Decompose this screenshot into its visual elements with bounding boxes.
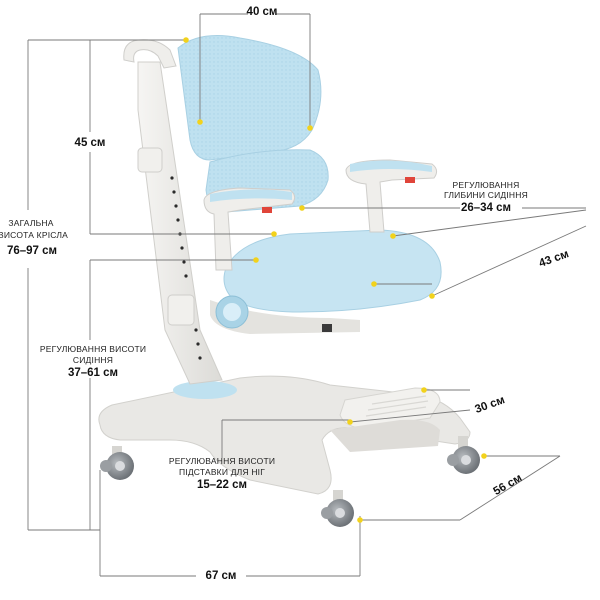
seat-height-caption-1: РЕГУЛЮВАННЯ ВИСОТИ bbox=[39, 344, 147, 354]
gas-lever bbox=[322, 324, 332, 332]
backrest-upper bbox=[177, 35, 322, 161]
height-holes bbox=[170, 176, 202, 360]
seat-height-value: 37–61 см bbox=[67, 367, 119, 379]
chair-illustration bbox=[98, 35, 480, 527]
dimension-lines bbox=[27, 13, 587, 577]
total-height-caption-2: ВИСОТА КРІСЛА bbox=[0, 230, 68, 240]
backrest-height-label: 45 см bbox=[74, 137, 106, 149]
seat-depth-caption-2: ГЛИБИНИ СИДІННЯ bbox=[444, 190, 528, 200]
seat-width-label: 40 см bbox=[246, 6, 278, 18]
column-clamp-upper bbox=[137, 147, 163, 173]
footrest-value: 15–22 см bbox=[196, 479, 248, 491]
column-clamp-lower bbox=[167, 294, 195, 326]
seat-cushion bbox=[223, 229, 442, 313]
caster-front-center bbox=[321, 490, 354, 527]
armrest-left bbox=[203, 187, 296, 271]
base-blue-pad bbox=[173, 381, 237, 399]
total-height-value: 76–97 см bbox=[6, 245, 58, 257]
caster-front-left bbox=[100, 446, 134, 480]
support-column bbox=[137, 61, 223, 385]
seat-depth-caption-1: РЕГУЛЮВАННЯ bbox=[452, 180, 520, 190]
measurement-markers bbox=[183, 37, 487, 523]
base-width-label: 67 см bbox=[205, 570, 237, 582]
footrest-ribs bbox=[365, 395, 429, 417]
base-lower-arm bbox=[330, 419, 440, 452]
carry-handle bbox=[123, 39, 177, 69]
total-height-caption-1: ЗАГАЛЬНА bbox=[8, 218, 54, 228]
caster-rear-right bbox=[447, 436, 480, 474]
footrest-caption-1: РЕГУЛЮВАННЯ ВИСОТИ bbox=[168, 456, 276, 466]
seat-depth-knob bbox=[215, 295, 249, 329]
armrest-right bbox=[345, 159, 438, 233]
seat-depth-value: 26–34 см bbox=[460, 202, 512, 214]
seat-height-caption-2: СИДІННЯ bbox=[72, 355, 114, 365]
footrest-caption-2: ПІДСТАВКИ ДЛЯ НІГ bbox=[178, 467, 266, 477]
